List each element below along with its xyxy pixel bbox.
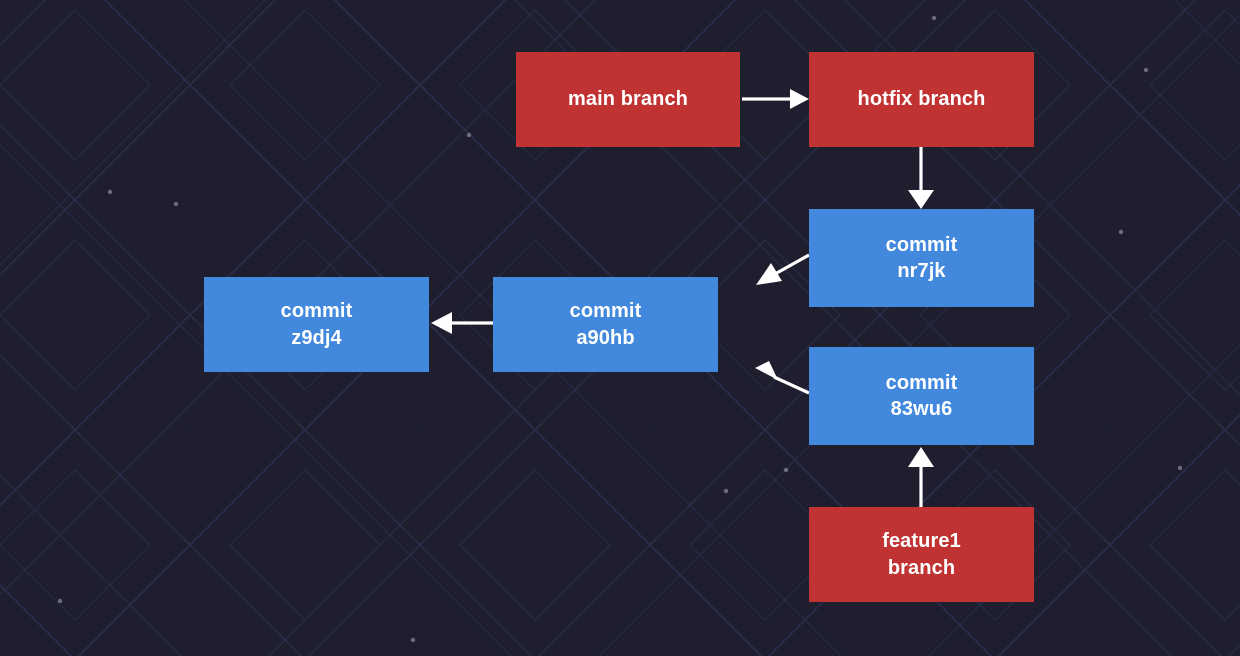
node-commit-a90hb[interactable]: commit a90hb: [493, 277, 718, 372]
edge-feature1-to-83wu6: [908, 447, 934, 507]
node-hotfix-branch[interactable]: hotfix branch: [809, 52, 1034, 147]
node-feature1-branch[interactable]: feature1 branch: [809, 507, 1034, 602]
node-commit-83wu6[interactable]: commit 83wu6: [809, 347, 1034, 445]
edge-83wu6-to-a90hb: [755, 361, 810, 395]
edge-nr7jk-to-a90hb: [756, 253, 810, 285]
node-main-branch[interactable]: main branch: [516, 52, 740, 147]
edge-hotfix-to-nr7jk: [908, 147, 934, 209]
edge-a90hb-to-z9dj4: [431, 312, 493, 334]
node-commit-z9dj4[interactable]: commit z9dj4: [204, 277, 429, 372]
edge-main-to-hotfix: [742, 89, 809, 109]
node-commit-nr7jk[interactable]: commit nr7jk: [809, 209, 1034, 307]
